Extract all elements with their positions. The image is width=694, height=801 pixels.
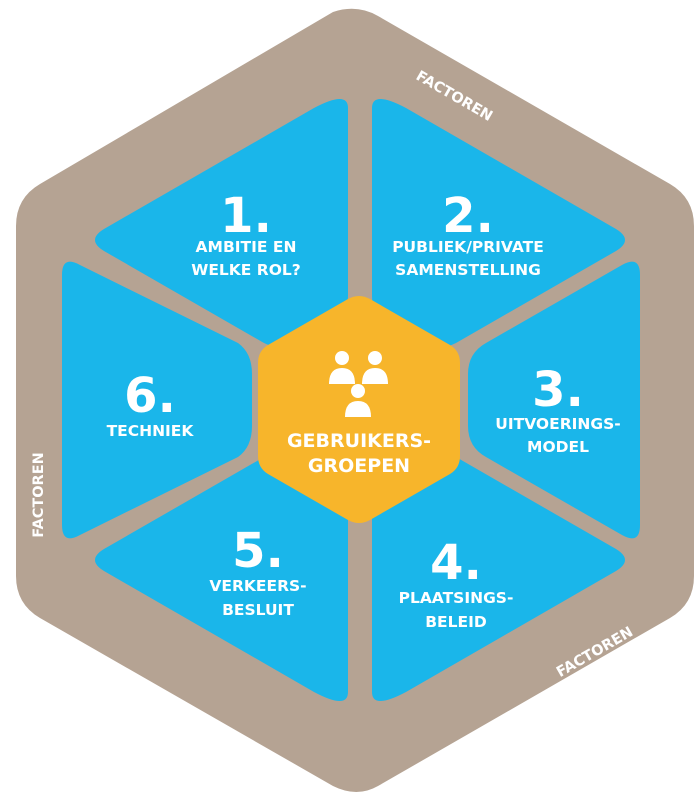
segment-2[interactable]	[372, 99, 625, 348]
segment-4-label-line2: BELEID	[425, 613, 487, 631]
segment-3-label-line1: UITVOERINGS-	[495, 415, 620, 433]
segment-3-label-line2: MODEL	[527, 438, 589, 456]
segment-4[interactable]	[372, 452, 625, 701]
segment-3[interactable]	[468, 261, 640, 539]
segment-1[interactable]	[95, 99, 348, 348]
segment-5-label-line1: VERKEERS-	[209, 577, 306, 595]
center-label-line2: GROEPEN	[308, 455, 410, 477]
users-group-icon	[329, 351, 388, 417]
segment-2-number: 2.	[442, 188, 494, 244]
segment-4-label-line1: PLAATSINGS-	[399, 589, 514, 607]
segment-5-label-line2: BESLUIT	[222, 601, 294, 619]
center-label-line1: GEBRUIKERS-	[287, 430, 431, 452]
segment-6-label-line1: TECHNIEK	[107, 422, 195, 440]
segment-6-number: 6.	[124, 368, 176, 424]
segment-1-label-line1: AMBITIE EN	[196, 238, 297, 256]
segment-4-number: 4.	[430, 535, 482, 591]
segment-3-number: 3.	[532, 362, 584, 418]
segment-1-number: 1.	[220, 188, 272, 244]
segment-5-number: 5.	[232, 523, 284, 579]
segment-6[interactable]	[62, 261, 252, 539]
segment-2-label-line2: SAMENSTELLING	[395, 261, 541, 279]
factor-label-left: FACTOREN	[31, 452, 47, 538]
segment-5[interactable]	[95, 452, 348, 701]
segment-1-label-line2: WELKE ROL?	[191, 261, 301, 279]
segment-2-label-line1: PUBLIEK/PRIVATE	[392, 238, 544, 256]
